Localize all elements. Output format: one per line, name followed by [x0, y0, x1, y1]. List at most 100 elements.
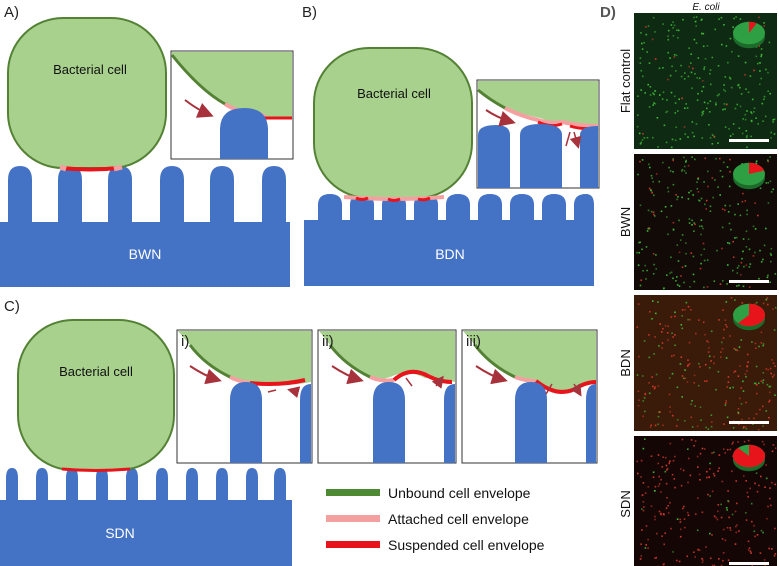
speckle: [735, 531, 738, 534]
speckle: [658, 510, 661, 513]
speckle: [660, 513, 662, 516]
speckle: [769, 92, 771, 95]
speckle: [651, 318, 653, 320]
speckle: [764, 486, 766, 488]
speckle: [700, 197, 703, 200]
speckle: [662, 456, 664, 458]
speckle: [701, 32, 703, 35]
scale-bar: [729, 562, 769, 565]
speckle: [679, 468, 682, 470]
speckle: [735, 348, 737, 351]
speckle: [774, 273, 777, 275]
speckle: [681, 170, 683, 172]
speckle: [746, 370, 748, 372]
speckle: [754, 535, 756, 538]
speckle: [667, 35, 669, 37]
speckle: [639, 143, 642, 145]
speckle: [685, 159, 687, 162]
speckle: [751, 341, 753, 343]
speckle: [725, 402, 727, 404]
legend-swatch-unbound: [326, 489, 380, 496]
speckle: [731, 443, 734, 445]
suspended-envelope-b: [355, 196, 431, 202]
speckle: [662, 513, 665, 515]
speckle: [703, 380, 706, 382]
speckle: [683, 281, 685, 284]
speckle: [747, 549, 750, 551]
speckle: [736, 267, 739, 269]
speckle: [673, 54, 676, 56]
speckle: [735, 525, 737, 528]
speckle: [767, 160, 769, 163]
speckle: [741, 257, 743, 260]
speckle: [683, 505, 685, 508]
speckle: [657, 485, 660, 487]
speckle: [637, 264, 640, 266]
speckle: [690, 53, 692, 55]
speckle: [740, 261, 743, 264]
speckle: [722, 280, 724, 282]
speckle: [741, 302, 744, 304]
speckle: [728, 222, 731, 225]
speckle: [695, 513, 697, 515]
speckle: [722, 559, 724, 562]
speckle: [713, 564, 716, 566]
speckle: [643, 506, 645, 508]
inset-label-i: i): [181, 333, 189, 350]
speckle: [689, 286, 691, 288]
speckle: [675, 425, 678, 427]
speckle: [671, 355, 673, 357]
speckle: [713, 451, 715, 454]
speckle: [686, 555, 688, 558]
speckle: [656, 532, 658, 535]
speckle: [640, 69, 643, 72]
speckle: [713, 355, 715, 358]
speckle: [688, 218, 691, 220]
speckle: [728, 185, 731, 188]
speckle: [713, 280, 716, 282]
speckle: [753, 111, 755, 113]
speckle: [714, 28, 717, 31]
speckle: [636, 251, 638, 254]
speckle: [755, 413, 758, 415]
speckle: [757, 123, 759, 125]
speckle: [685, 103, 687, 105]
speckle: [711, 143, 714, 145]
speckle: [642, 133, 644, 135]
speckle: [765, 227, 767, 230]
speckle: [643, 137, 646, 139]
speckle: [654, 58, 657, 60]
speckle: [652, 211, 655, 214]
speckle: [760, 475, 762, 478]
speckle: [653, 490, 656, 492]
speckle: [706, 340, 708, 342]
speckle: [654, 90, 657, 92]
inset-iii: iii): [461, 329, 598, 464]
speckle: [707, 493, 709, 496]
microscopy-panel: Flat control: [618, 13, 777, 149]
speckle: [770, 372, 772, 375]
speckle: [753, 382, 756, 385]
speckle: [707, 351, 710, 353]
speckle: [699, 452, 702, 455]
speckle: [721, 247, 723, 250]
speckle: [729, 204, 731, 207]
speckle: [654, 424, 657, 427]
speckle: [734, 213, 736, 216]
speckle: [691, 400, 693, 402]
speckle: [691, 87, 693, 89]
speckle: [713, 362, 715, 365]
speckle: [636, 374, 639, 376]
speckle: [755, 162, 758, 165]
panel-d-label: D): [600, 4, 616, 21]
speckle: [730, 297, 733, 299]
speckle: [667, 51, 669, 54]
legend-swatch-attached: [326, 515, 380, 522]
speckle: [638, 132, 641, 135]
speckle: [649, 94, 652, 96]
speckle: [640, 459, 643, 462]
speckle: [717, 370, 720, 373]
speckle: [685, 252, 687, 255]
speckle: [688, 65, 690, 68]
speckle: [648, 163, 650, 166]
